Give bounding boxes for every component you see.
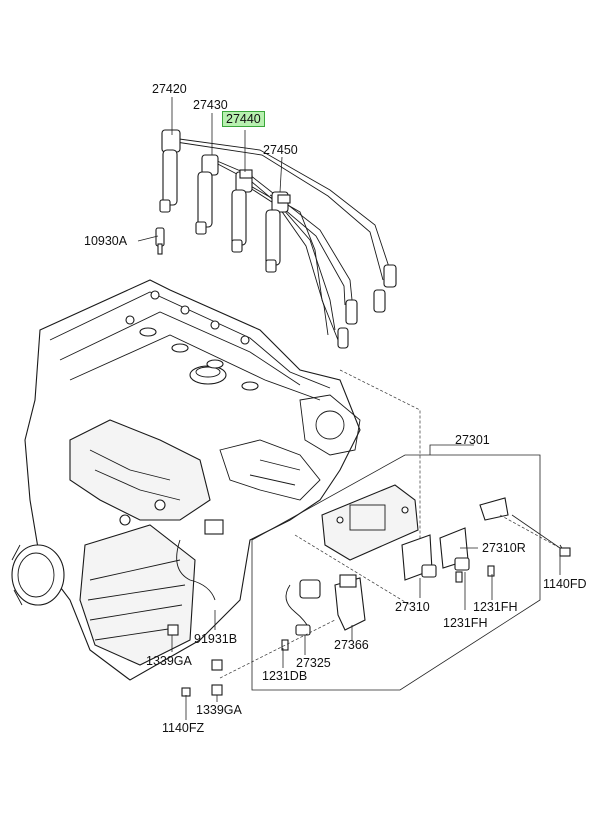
leader-lines	[137, 97, 561, 720]
part-label-27450[interactable]: 27450	[263, 143, 298, 157]
part-label-27430[interactable]: 27430	[193, 98, 228, 112]
part-label-27310R[interactable]: 27310R	[482, 541, 526, 555]
part-label-27325[interactable]: 27325	[296, 656, 331, 670]
engine-assembly	[11, 279, 361, 681]
part-label-1339GA-a[interactable]: 1339GA	[146, 654, 192, 668]
part-label-27440[interactable]: 27440	[222, 111, 265, 127]
part-label-27420[interactable]: 27420	[152, 82, 187, 96]
ignition-leads	[155, 129, 397, 349]
part-label-27301[interactable]: 27301	[455, 433, 490, 447]
part-label-1339GA-b[interactable]: 1339GA	[196, 703, 242, 717]
part-label-1231FH-b[interactable]: 1231FH	[443, 616, 488, 630]
part-label-1140FZ[interactable]: 1140FZ	[162, 721, 205, 735]
part-label-91931B[interactable]: 91931B	[194, 632, 238, 646]
coil-assembly	[167, 454, 571, 697]
part-label-10930A[interactable]: 10930A	[84, 234, 128, 248]
part-label-27310[interactable]: 27310	[395, 600, 430, 614]
part-label-27366[interactable]: 27366	[334, 638, 369, 652]
part-label-1231DB[interactable]: 1231DB	[262, 669, 308, 683]
part-label-1231FH-a[interactable]: 1231FH	[473, 600, 518, 614]
part-label-1140FD[interactable]: 1140FD	[543, 577, 587, 591]
